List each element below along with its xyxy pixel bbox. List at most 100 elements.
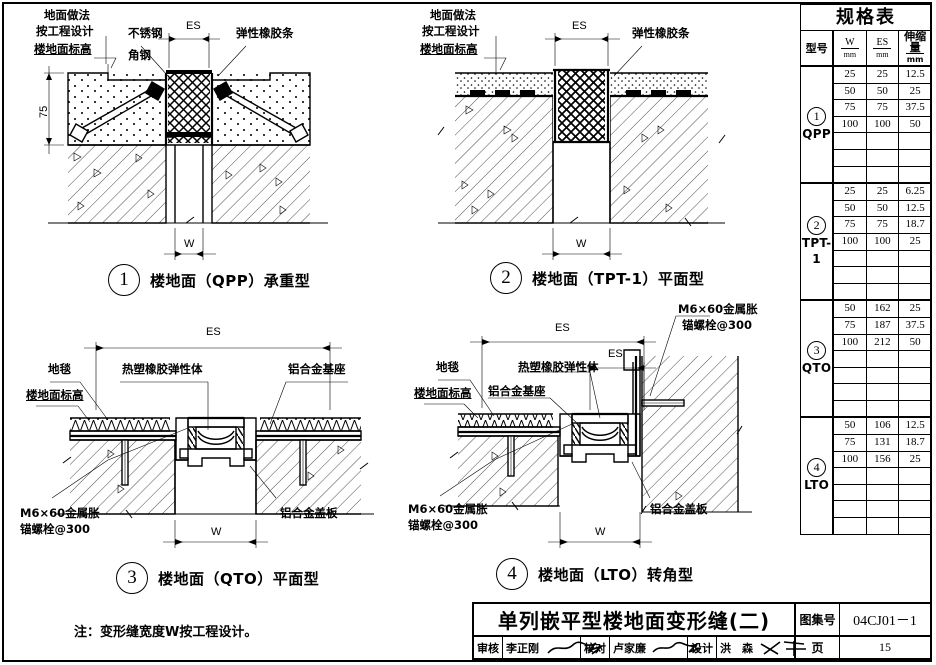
spec-cell-travel: 6.25 (898, 182, 932, 201)
detail-4-drawing (424, 315, 752, 548)
spec-cell-w: 50 (832, 299, 867, 318)
spec-title-row: 规格表 (800, 4, 932, 31)
spec-cell-travel (898, 266, 932, 284)
detail-2-caption-text: 楼地面（TPT-1）平面型 (532, 269, 705, 288)
detail-4-label-anchor-bolt-2: 锚螺栓@300 (408, 518, 479, 532)
detail-1-dim-height: 75 (38, 105, 50, 118)
spec-cell-travel (898, 399, 932, 418)
spec-cell-es (865, 483, 900, 502)
spec-cell-es (865, 165, 900, 184)
detail-4-label-alu-base: 铝合金基座 (488, 384, 546, 398)
spec-cell-travel (898, 467, 932, 485)
spec-group-name: QPP (802, 126, 831, 141)
spec-cell-es (865, 132, 900, 150)
detail-3: 地毯 楼地面标高 热塑橡胶弹性体 铝合金基座 M6×60金属胀 锚螺栓@300 … (8, 300, 394, 600)
detail-1-label-per-design: 按工程设计 (36, 24, 94, 38)
spec-cell-travel: 25 (898, 232, 932, 251)
detail-1-drawing (44, 33, 328, 260)
detail-2-label-ground-method: 地面做法 (430, 8, 476, 22)
divider (580, 637, 581, 658)
spec-cell-travel (898, 383, 932, 401)
spec-cell-travel (898, 350, 932, 368)
detail-3-caption-text: 楼地面（QTO）平面型 (158, 569, 320, 588)
spec-cell-es (865, 383, 900, 401)
reviewer-name: 李正刚 (506, 641, 539, 655)
atlas-number-label: 图集号 (796, 604, 840, 635)
checker-signature (649, 638, 702, 658)
divider (687, 637, 688, 658)
spec-group-name: QTO (801, 361, 832, 376)
spec-cell-es (865, 282, 900, 301)
spec-group-name: LTO (804, 478, 830, 493)
spec-cell-w: 100 (832, 115, 867, 134)
spec-cell-w: 75 (832, 434, 867, 452)
spec-cell-w: 25 (832, 182, 867, 201)
divider (716, 637, 717, 658)
spec-cell-travel: 25 (898, 450, 932, 469)
detail-1-label-rubber-strip: 弹性橡胶条 (236, 26, 294, 40)
detail-2-caption: 2 楼地面（TPT-1）平面型 (490, 262, 704, 294)
detail-1-caption: 1 楼地面（QPP）承重型 (108, 264, 310, 296)
spec-row (801, 383, 932, 401)
reviewer-signature (542, 638, 603, 658)
spec-cell-w: 100 (832, 450, 867, 469)
detail-2-dim-w: W (576, 238, 587, 250)
spec-cell-es (865, 399, 900, 418)
spec-group-index: 2 (807, 216, 827, 236)
spec-cell-w: 75 (832, 99, 867, 117)
detail-3-label-carpet: 地毯 (48, 362, 71, 376)
spec-row (801, 266, 932, 284)
spec-cell-travel: 37.5 (898, 99, 932, 117)
spec-cell-travel: 18.7 (898, 434, 932, 452)
detail-2-label-floor-elevation: 楼地面标高 (420, 42, 478, 56)
detail-4-number: 4 (496, 558, 528, 590)
detail-4-caption-text: 楼地面（LTO）转角型 (538, 565, 694, 584)
spec-cell-w (832, 467, 867, 485)
spec-cell-travel (898, 148, 932, 167)
spec-cell-es: 25 (865, 182, 900, 201)
detail-2-dim-es: ES (572, 20, 587, 32)
spec-cell-w (832, 399, 867, 418)
spec-cell-es: 100 (865, 232, 900, 251)
spec-cell-travel (898, 165, 932, 184)
detail-4-label-anchor-top-1: M6×60金属胀 (678, 302, 758, 316)
divider (502, 637, 503, 658)
detail-1: 地面做法 按工程设计 楼地面标高 不锈钢 角钢 弹性橡胶条 ES W 75 1 … (8, 6, 394, 296)
spec-cell-es (865, 266, 900, 284)
page-row: 页 15 (796, 637, 930, 658)
title-block-signatures: 审核 李正刚 校对 卢家廉 设计 洪 森 (474, 637, 806, 658)
spec-group-name: TPT-1 (801, 236, 832, 266)
detail-2-drawing (437, 33, 726, 260)
spec-cell-es (865, 366, 900, 385)
spec-cell-w: 75 (832, 216, 867, 234)
detail-3-label-floor-elevation: 楼地面标高 (26, 388, 84, 402)
detail-2-number: 2 (490, 262, 522, 294)
spec-cell-es (865, 500, 900, 519)
detail-2-label-rubber-strip: 弹性橡胶条 (632, 26, 690, 40)
spec-cell-es: 100 (865, 115, 900, 134)
detail-3-label-anchor-bolt-1: M6×60金属胀 (20, 506, 100, 520)
atlas-number-value: 04CJ01－1 (853, 613, 917, 629)
detail-4-dim-w: W (595, 526, 606, 538)
detail-2-label-per-design: 按工程设计 (422, 24, 480, 38)
spec-cell-w (832, 148, 867, 167)
page-value: 15 (879, 640, 891, 654)
detail-1-label-stainless: 不锈钢 (128, 26, 163, 40)
spec-cell-w (832, 350, 867, 368)
reviewer-label: 审核 (477, 641, 499, 655)
spec-cell-travel: 50 (898, 333, 932, 352)
detail-4-label-floor-elevation: 楼地面标高 (414, 386, 472, 400)
spec-cell-es (865, 249, 900, 268)
